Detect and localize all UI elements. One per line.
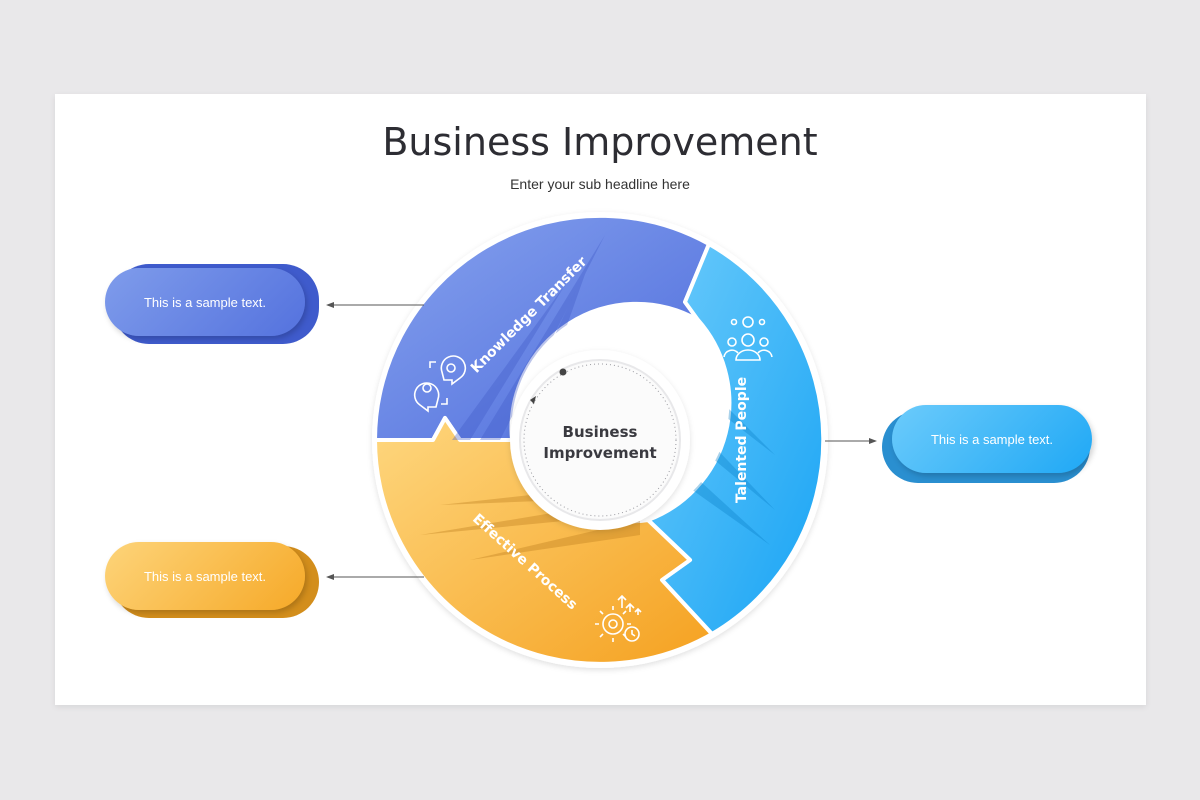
- arrow-knowledge-to-callout: [326, 302, 424, 308]
- callout-talented-people: This is a sample text.: [882, 405, 1096, 483]
- center-inner-ring: [519, 359, 681, 521]
- callout-text-left-top: This is a sample text.: [105, 268, 305, 336]
- center-dotted-ring: [523, 363, 677, 517]
- center-ring-dot: [559, 368, 567, 376]
- page-subtitle: Enter your sub headline here: [510, 176, 690, 192]
- arrow-talented-to-callout: [825, 438, 877, 444]
- process-gear-icon: [595, 594, 642, 642]
- segment-talented-people: [646, 242, 826, 636]
- segment-label-talented-people: Talented People: [734, 377, 750, 503]
- callout-knowledge-transfer: This is a sample text.: [105, 264, 319, 344]
- knowledge-transfer-icon: [413, 355, 467, 413]
- callout-text-right: This is a sample text.: [892, 405, 1092, 473]
- team-icon: [723, 316, 773, 361]
- arrow-effective-to-callout: [326, 574, 424, 580]
- callout-text-left-bottom: This is a sample text.: [105, 542, 305, 610]
- center-label-line2: Improvement: [543, 444, 656, 462]
- center-label-line1: Business: [563, 423, 638, 441]
- page-title: Business Improvement: [382, 120, 818, 164]
- callout-effective-process: This is a sample text.: [105, 542, 319, 618]
- center-ring-arrow: [530, 396, 536, 404]
